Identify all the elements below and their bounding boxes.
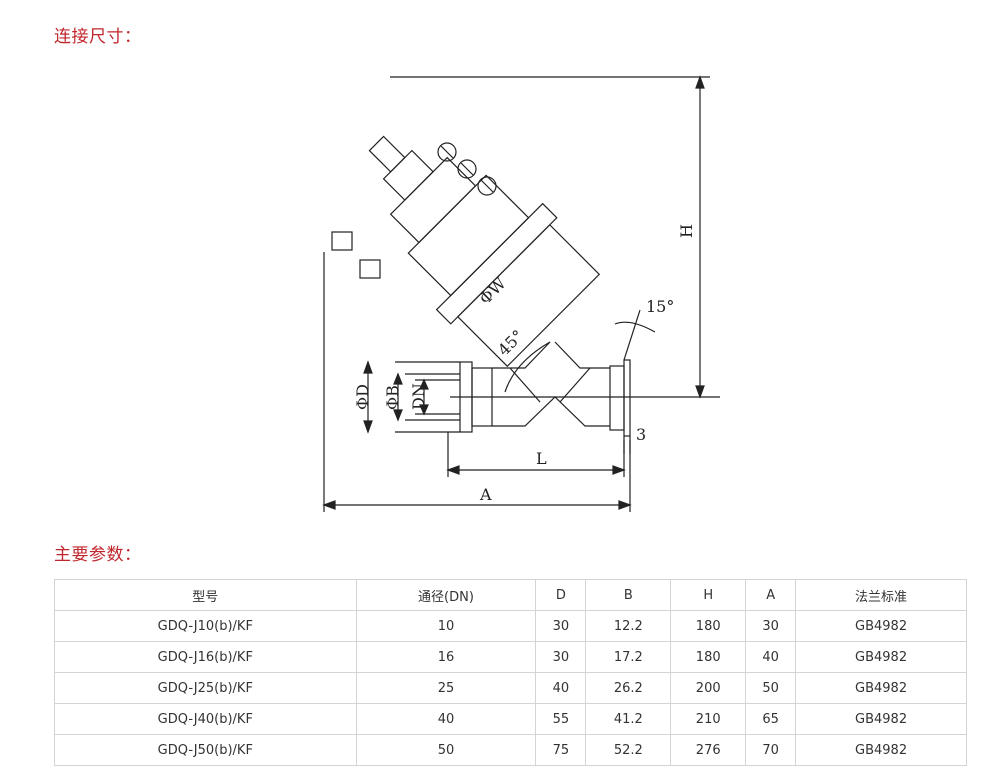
header-b: B [585,579,672,611]
cell-d: 30 [535,610,587,642]
cell-d: 30 [535,641,587,673]
header-d: D [535,579,587,611]
header-dn: 通径(DN) [355,579,537,611]
connection-size-title: 连接尺寸： [54,27,142,47]
cell-d: 75 [535,734,587,766]
cell-a: 70 [745,734,797,766]
cell-flange-standard: GB4982 [795,672,967,704]
cell-a: 65 [745,703,797,735]
table-header-row: 型号 通径(DN) D B H A 法兰标准 [54,579,967,611]
label-phi-d: ΦD [353,384,372,410]
cell-h: 276 [670,734,747,766]
cell-b: 26.2 [585,672,672,704]
label-L: L [536,449,547,468]
header-flange-standard: 法兰标准 [795,579,967,611]
label-dn: DN [409,383,428,410]
cell-model: GDQ-J40(b)/KF [54,703,357,735]
cell-model: GDQ-J10(b)/KF [54,610,357,642]
cell-b: 52.2 [585,734,672,766]
cell-b: 41.2 [585,703,672,735]
cell-flange-standard: GB4982 [795,610,967,642]
header-a: A [745,579,797,611]
cell-dn: 16 [355,641,537,673]
cell-dn: 10 [355,610,537,642]
header-h: H [670,579,747,611]
cell-dn: 40 [355,703,537,735]
label-phi-b: ΦB [383,385,402,410]
table-row: GDQ-J50(b)/KF 50 75 52.2 276 70 GB4982 [54,734,967,766]
params-table: 型号 通径(DN) D B H A 法兰标准 GDQ-J10(b)/KF 10 … [54,579,967,766]
cell-d: 55 [535,703,587,735]
label-A: A [479,485,492,504]
table-row: GDQ-J25(b)/KF 25 40 26.2 200 50 GB4982 [54,672,967,704]
cell-dn: 25 [355,672,537,704]
label-angle-15: 15° [646,297,674,316]
cell-a: 30 [745,610,797,642]
cell-dn: 50 [355,734,537,766]
cell-h: 210 [670,703,747,735]
table-row: GDQ-J40(b)/KF 40 55 41.2 210 65 GB4982 [54,703,967,735]
cell-a: 50 [745,672,797,704]
cell-h: 200 [670,672,747,704]
label-H: H [677,224,696,238]
cell-b: 12.2 [585,610,672,642]
cell-d: 40 [535,672,587,704]
cell-model: GDQ-J25(b)/KF [54,672,357,704]
main-params-title: 主要参数： [54,545,142,565]
cell-model: GDQ-J50(b)/KF [54,734,357,766]
cell-h: 180 [670,641,747,673]
cell-b: 17.2 [585,641,672,673]
label-angle-45: 45° [494,326,527,359]
table-row: GDQ-J16(b)/KF 16 30 17.2 180 40 GB4982 [54,641,967,673]
label-three: 3 [636,425,646,444]
cell-a: 40 [745,641,797,673]
cell-h: 180 [670,610,747,642]
table-row: GDQ-J10(b)/KF 10 30 12.2 180 30 GB4982 [54,610,967,642]
cell-model: GDQ-J16(b)/KF [54,641,357,673]
cell-flange-standard: GB4982 [795,703,967,735]
header-model: 型号 [54,579,357,611]
valve-dimension-drawing: H 15° ΦW 45° ΦD ΦB DN 3 L A [322,75,720,512]
cell-flange-standard: GB4982 [795,734,967,766]
cell-flange-standard: GB4982 [795,641,967,673]
label-phi-w: ΦW [475,273,510,308]
